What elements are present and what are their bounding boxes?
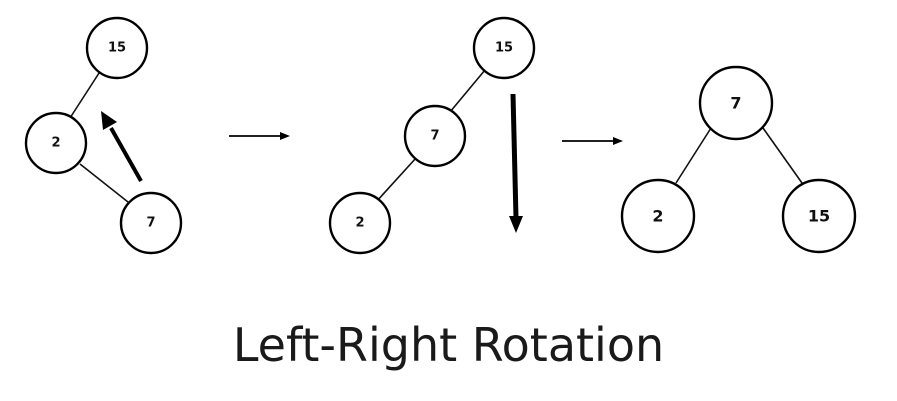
- diagram-title: Left-Right Rotation: [232, 318, 665, 372]
- node-label: 7: [430, 129, 439, 144]
- tree-node: [698, 65, 774, 141]
- node-label: 15: [808, 207, 830, 226]
- tree-node: [24, 111, 88, 175]
- stage-1-tree: 15 2 7: [24, 16, 183, 255]
- transition-arrow-head: [280, 132, 290, 140]
- edge-7-2: [375, 157, 417, 203]
- rotation-arrow-head: [101, 111, 117, 130]
- transition-arrow-head: [613, 137, 623, 145]
- edge-7-15: [762, 127, 803, 184]
- tree-node: [781, 178, 857, 254]
- right-rotation-arrow-head: [509, 216, 523, 233]
- edge-2-7: [79, 163, 129, 203]
- tree-node: [403, 104, 467, 168]
- stage-3-tree: 7 2 15: [620, 65, 857, 254]
- node-label: 7: [730, 94, 741, 113]
- edge-7-2: [675, 127, 712, 184]
- rotation-arrow-shaft: [109, 127, 143, 182]
- right-rotation-arrow-shaft: [510, 93, 519, 219]
- edge-15-7: [449, 69, 486, 113]
- tree-node: [328, 191, 392, 255]
- node-label: 7: [146, 216, 155, 231]
- tree-node: [119, 191, 183, 255]
- node-label: 15: [108, 41, 126, 56]
- tree-node: [620, 178, 696, 254]
- node-label: 2: [355, 216, 364, 231]
- tree-node: [472, 16, 536, 80]
- tree-node: [85, 16, 149, 80]
- node-label: 2: [652, 207, 663, 226]
- transition-arrow-1: [229, 132, 290, 140]
- node-label: 2: [51, 136, 60, 151]
- edge-15-2: [69, 69, 102, 119]
- transition-arrow-2: [562, 137, 623, 145]
- stage-2-tree: 15 7 2: [328, 16, 536, 255]
- node-label: 15: [495, 41, 513, 56]
